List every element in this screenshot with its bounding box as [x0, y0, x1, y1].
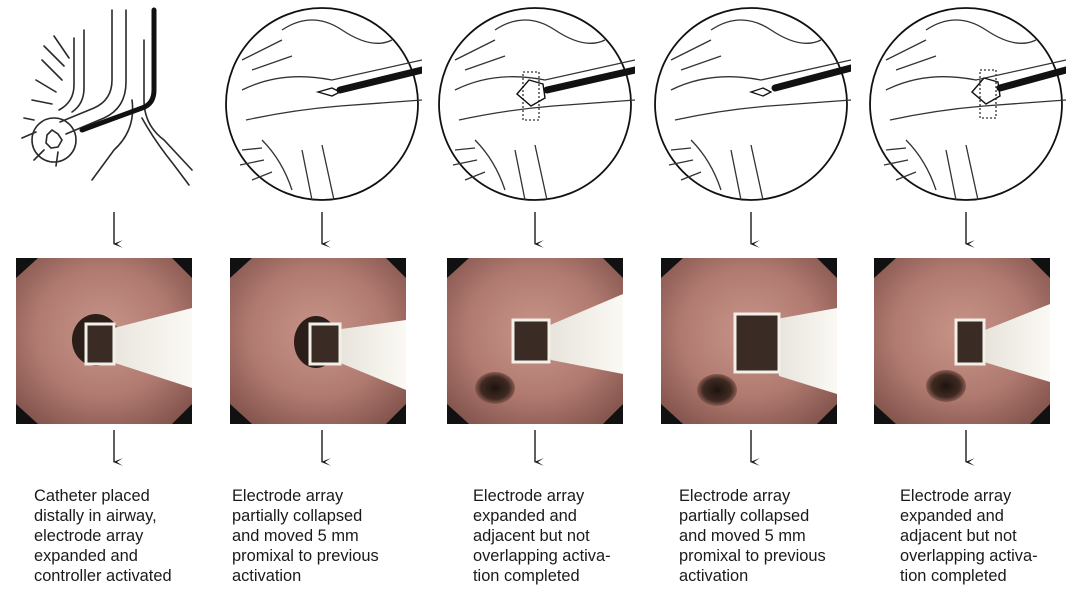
down-arrow-icon	[651, 210, 851, 250]
step-4: Electrode array partially collapsed and …	[651, 0, 851, 605]
down-arrow-icon	[222, 210, 422, 250]
down-arrow-icon	[435, 428, 635, 468]
step-caption: Electrode array expanded and adjacent bu…	[473, 486, 653, 586]
bronchoscopic-photo	[661, 258, 837, 424]
bronchoscopic-photo	[16, 258, 192, 424]
bronchoscopic-photo	[230, 258, 406, 424]
down-arrow-icon	[866, 210, 1066, 250]
zoomed-airway-illustration	[866, 0, 1066, 208]
down-arrow-icon	[651, 428, 851, 468]
step-caption: Electrode array partially collapsed and …	[232, 486, 412, 586]
bronchial-tree-overview-illustration	[14, 0, 214, 208]
step-3: Electrode array expanded and adjacent bu…	[435, 0, 635, 605]
step-1: Catheter placed distally in airway, elec…	[14, 0, 214, 605]
zoomed-airway-illustration	[651, 0, 851, 208]
step-caption: Electrode array expanded and adjacent bu…	[900, 486, 1080, 586]
step-caption: Catheter placed distally in airway, elec…	[34, 486, 214, 586]
zoomed-airway-illustration	[222, 0, 422, 208]
down-arrow-icon	[866, 428, 1066, 468]
bronchoscopic-photo	[874, 258, 1050, 424]
bronchoscopic-photo	[447, 258, 623, 424]
down-arrow-icon	[14, 428, 214, 468]
step-2: Electrode array partially collapsed and …	[222, 0, 422, 605]
step-caption: Electrode array partially collapsed and …	[679, 486, 859, 586]
down-arrow-icon	[435, 210, 635, 250]
down-arrow-icon	[14, 210, 214, 250]
down-arrow-icon	[222, 428, 422, 468]
step-5: Electrode array expanded and adjacent bu…	[866, 0, 1066, 605]
zoomed-airway-illustration	[435, 0, 635, 208]
